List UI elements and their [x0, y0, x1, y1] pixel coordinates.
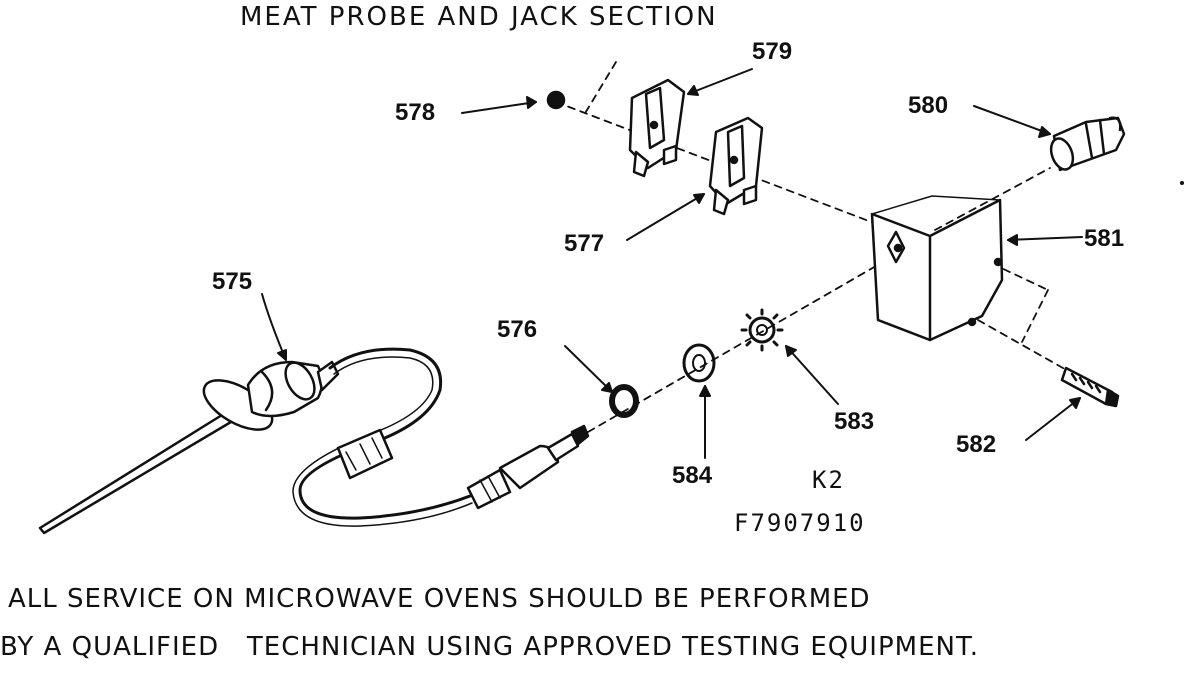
screw-582: [1060, 366, 1120, 408]
part-label-584: 584: [672, 462, 713, 489]
part-label-575: 575: [212, 268, 253, 295]
lock-washer-583: [740, 308, 784, 352]
part-label-579: 579: [752, 38, 793, 65]
cable-ferrite: [336, 428, 394, 480]
drawing-code: F7907910: [734, 509, 866, 537]
contact-clip-579: [628, 78, 686, 178]
leader-lines: [261, 68, 1083, 459]
ball-578: [546, 90, 566, 110]
part-label-577: 577: [564, 230, 605, 257]
bracket-581: [870, 195, 1004, 342]
model-code: K2: [812, 466, 845, 494]
part-label-582: 582: [956, 431, 997, 458]
meat-probe: [38, 360, 340, 535]
service-notice-line-1: ALL SERVICE ON MICROWAVE OVENS SHOULD BE…: [8, 584, 871, 614]
contact-clip-577: [708, 116, 764, 216]
washer-584: [682, 343, 716, 383]
part-label-578: 578: [395, 99, 436, 126]
part-label-583: 583: [834, 408, 875, 435]
jack-connector-580: [1049, 116, 1126, 172]
diagram-title: MEAT PROBE AND JACK SECTION: [240, 2, 718, 32]
nut-576: [609, 384, 639, 418]
part-label-576: 576: [497, 316, 538, 343]
part-label-581: 581: [1084, 225, 1125, 252]
service-notice-line-2: BY A QUALIFIED TECHNICIAN USING APPROVED…: [0, 632, 980, 662]
part-label-580: 580: [908, 92, 949, 119]
probe-plug: [466, 424, 590, 510]
